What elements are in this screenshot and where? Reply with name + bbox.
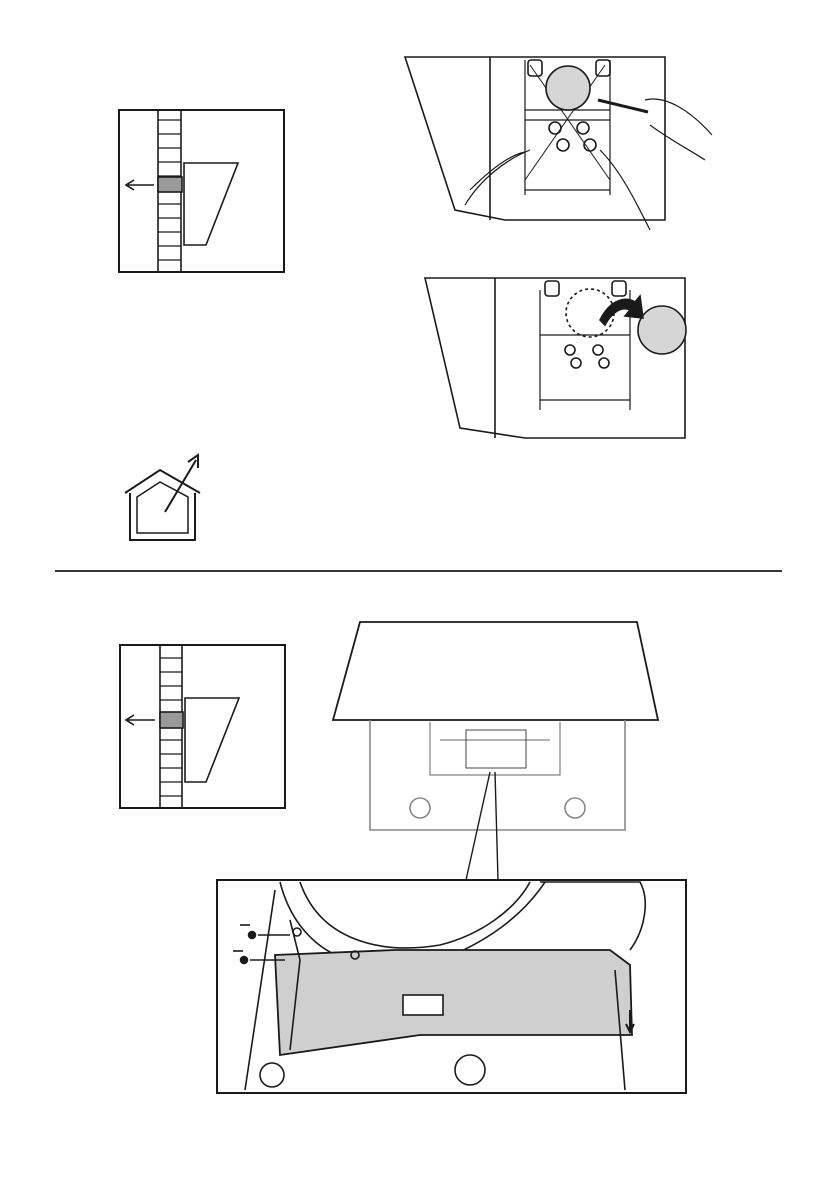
- screw-icon: [240, 925, 290, 939]
- wall-mount-diagram-bottom: [120, 645, 285, 808]
- filter-cover: [638, 306, 686, 354]
- rotate-arrow-icon: [600, 296, 643, 325]
- hood-cover-rotate: [425, 278, 686, 438]
- hood-bottom-view: [333, 622, 658, 880]
- motor-bracket-detail: [217, 880, 686, 1093]
- wall-mount-diagram-top: [119, 110, 284, 272]
- hood-cover-removal-screwdriver: [405, 57, 712, 230]
- arrow-left-icon: [126, 180, 154, 190]
- house-exhaust-icon: [125, 455, 200, 540]
- filter-cover: [546, 66, 590, 110]
- arrow-left-icon: [126, 715, 155, 725]
- bracket-block: [158, 177, 182, 192]
